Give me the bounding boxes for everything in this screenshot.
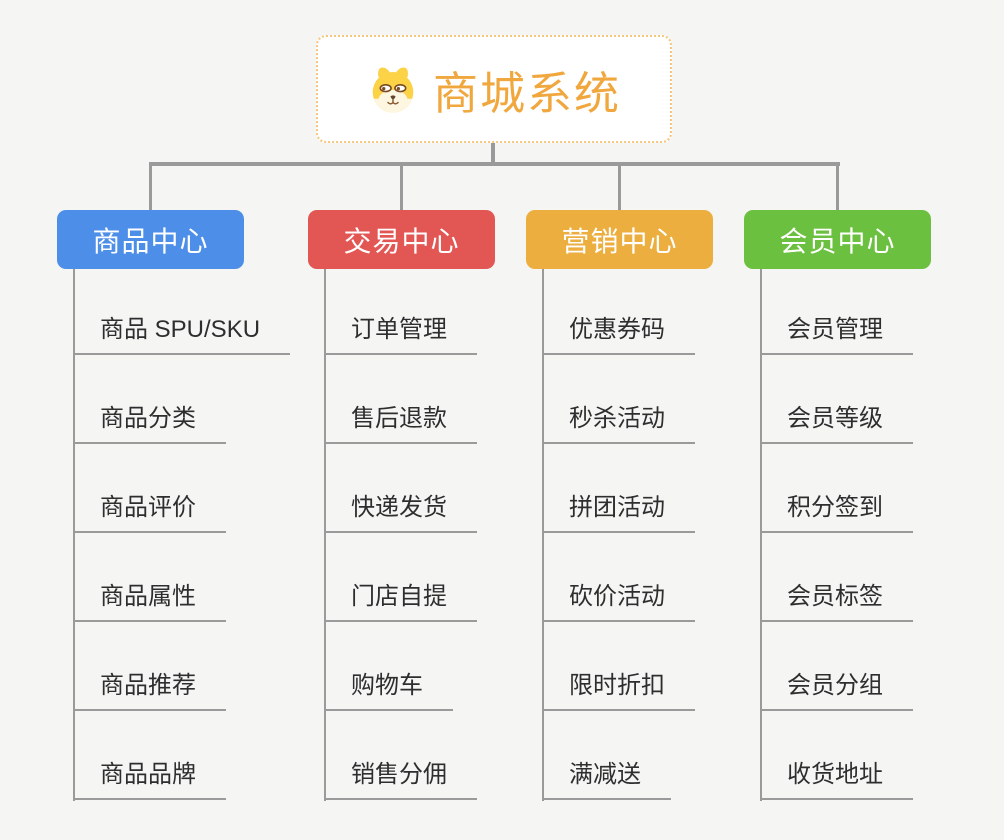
leaf-node[interactable]: 会员分组: [760, 665, 913, 711]
branch-node-3[interactable]: 营销中心: [526, 210, 713, 269]
leaf-node[interactable]: 商品评价: [73, 487, 226, 533]
leaf-node[interactable]: 商品 SPU/SKU: [73, 309, 291, 355]
leaf-node[interactable]: 优惠券码: [542, 309, 695, 355]
leaf-node[interactable]: 商品推荐: [73, 665, 226, 711]
column-line: [760, 269, 762, 801]
leaf-node[interactable]: 砍价活动: [542, 576, 695, 622]
connector-drop: [618, 162, 621, 210]
leaf-node[interactable]: 销售分佣: [324, 754, 477, 800]
branch-node-4[interactable]: 会员中心: [744, 210, 931, 269]
branch-label: 交易中心: [343, 225, 460, 257]
branch-label: 营销中心: [561, 225, 678, 257]
branch-label: 商品中心: [92, 225, 209, 257]
leaf-node[interactable]: 门店自提: [324, 576, 477, 622]
root-title: 商城系统: [432, 67, 621, 119]
leaf-node[interactable]: 商品品牌: [73, 754, 226, 800]
leaf-node[interactable]: 会员等级: [760, 398, 913, 444]
column-line: [542, 269, 544, 801]
leaf-node[interactable]: 商品分类: [73, 398, 226, 444]
leaf-node[interactable]: 商品属性: [73, 576, 226, 622]
leaf-node[interactable]: 限时折扣: [542, 665, 695, 711]
branch-node-1[interactable]: 商品中心: [57, 210, 244, 269]
column-line: [324, 269, 326, 801]
connector-drop: [149, 162, 152, 210]
dog-face-icon: [372, 67, 414, 113]
leaf-node[interactable]: 拼团活动: [542, 487, 695, 533]
root-node[interactable]: 商城系统: [316, 35, 672, 143]
leaf-node[interactable]: 订单管理: [324, 309, 477, 355]
leaf-node[interactable]: 秒杀活动: [542, 398, 695, 444]
branch-label: 会员中心: [779, 225, 896, 257]
column-line: [73, 269, 75, 801]
root-connector-stub: [491, 143, 495, 166]
leaf-node[interactable]: 收货地址: [760, 754, 913, 800]
connector-drop: [836, 162, 839, 210]
connector-drop: [400, 162, 403, 210]
leaf-node[interactable]: 购物车: [324, 665, 453, 711]
leaf-node[interactable]: 售后退款: [324, 398, 477, 444]
leaf-node[interactable]: 会员管理: [760, 309, 913, 355]
leaf-node[interactable]: 满减送: [542, 754, 671, 800]
branch-node-2[interactable]: 交易中心: [308, 210, 495, 269]
leaf-node[interactable]: 会员标签: [760, 576, 913, 622]
leaf-node[interactable]: 积分签到: [760, 487, 913, 533]
connector-bus: [148, 162, 840, 166]
leaf-node[interactable]: 快递发货: [324, 487, 477, 533]
